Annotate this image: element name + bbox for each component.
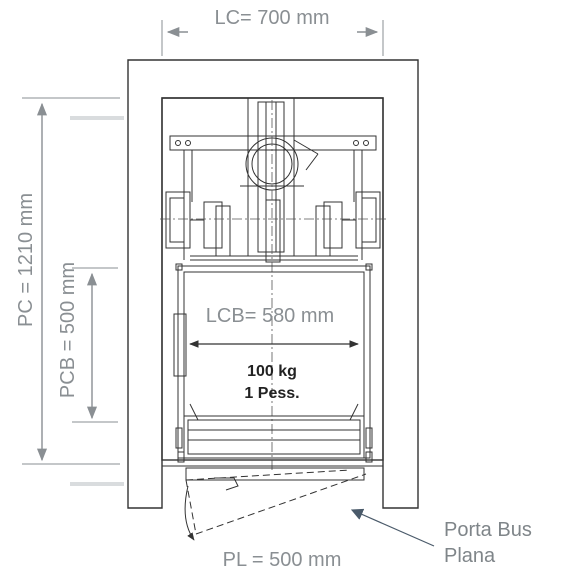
center-lines (160, 100, 386, 470)
capacity-load: 100 kg (247, 363, 297, 380)
lcb-dimension-label: LCB= 580 mm (206, 305, 334, 327)
pcb-dimension-label: PCB = 500 mm (57, 262, 79, 398)
capacity-block: 100 kg 1 Pess. (244, 363, 299, 402)
guide-frame (165, 97, 381, 263)
capacity-persons: 1 Pess. (244, 385, 299, 402)
door-swing-arc (184, 485, 195, 541)
swing-door (184, 469, 367, 541)
dim-lcb: LCB= 580 mm (189, 305, 359, 348)
car-cabin (173, 263, 373, 459)
car-control-panel (173, 313, 187, 377)
door-callout: Porta Bus Plana (350, 508, 532, 567)
guide-frame-top-plate (169, 135, 377, 151)
shaft-wall-outline (127, 59, 419, 509)
shaft-walls (127, 59, 419, 509)
dim-lc: LC= 700 mm (161, 7, 384, 56)
door-label-line1: Porta Bus (444, 519, 532, 541)
door-leaf-outer (195, 473, 367, 535)
dim-pcb: PCB = 500 mm (57, 262, 118, 423)
car-outer-wall (177, 265, 371, 459)
door-leaf-top (185, 469, 351, 481)
dim-pc: PC = 1210 mm (15, 97, 120, 465)
lc-dimension-label: LC= 700 mm (214, 7, 329, 29)
door-label-line2: Plana (444, 545, 496, 567)
pl-dimension-label: PL = 500 mm (223, 549, 342, 571)
pc-dimension-label: PC = 1210 mm (15, 193, 37, 327)
wall-shading (70, 116, 124, 486)
shaft-inner-wall (161, 97, 384, 461)
